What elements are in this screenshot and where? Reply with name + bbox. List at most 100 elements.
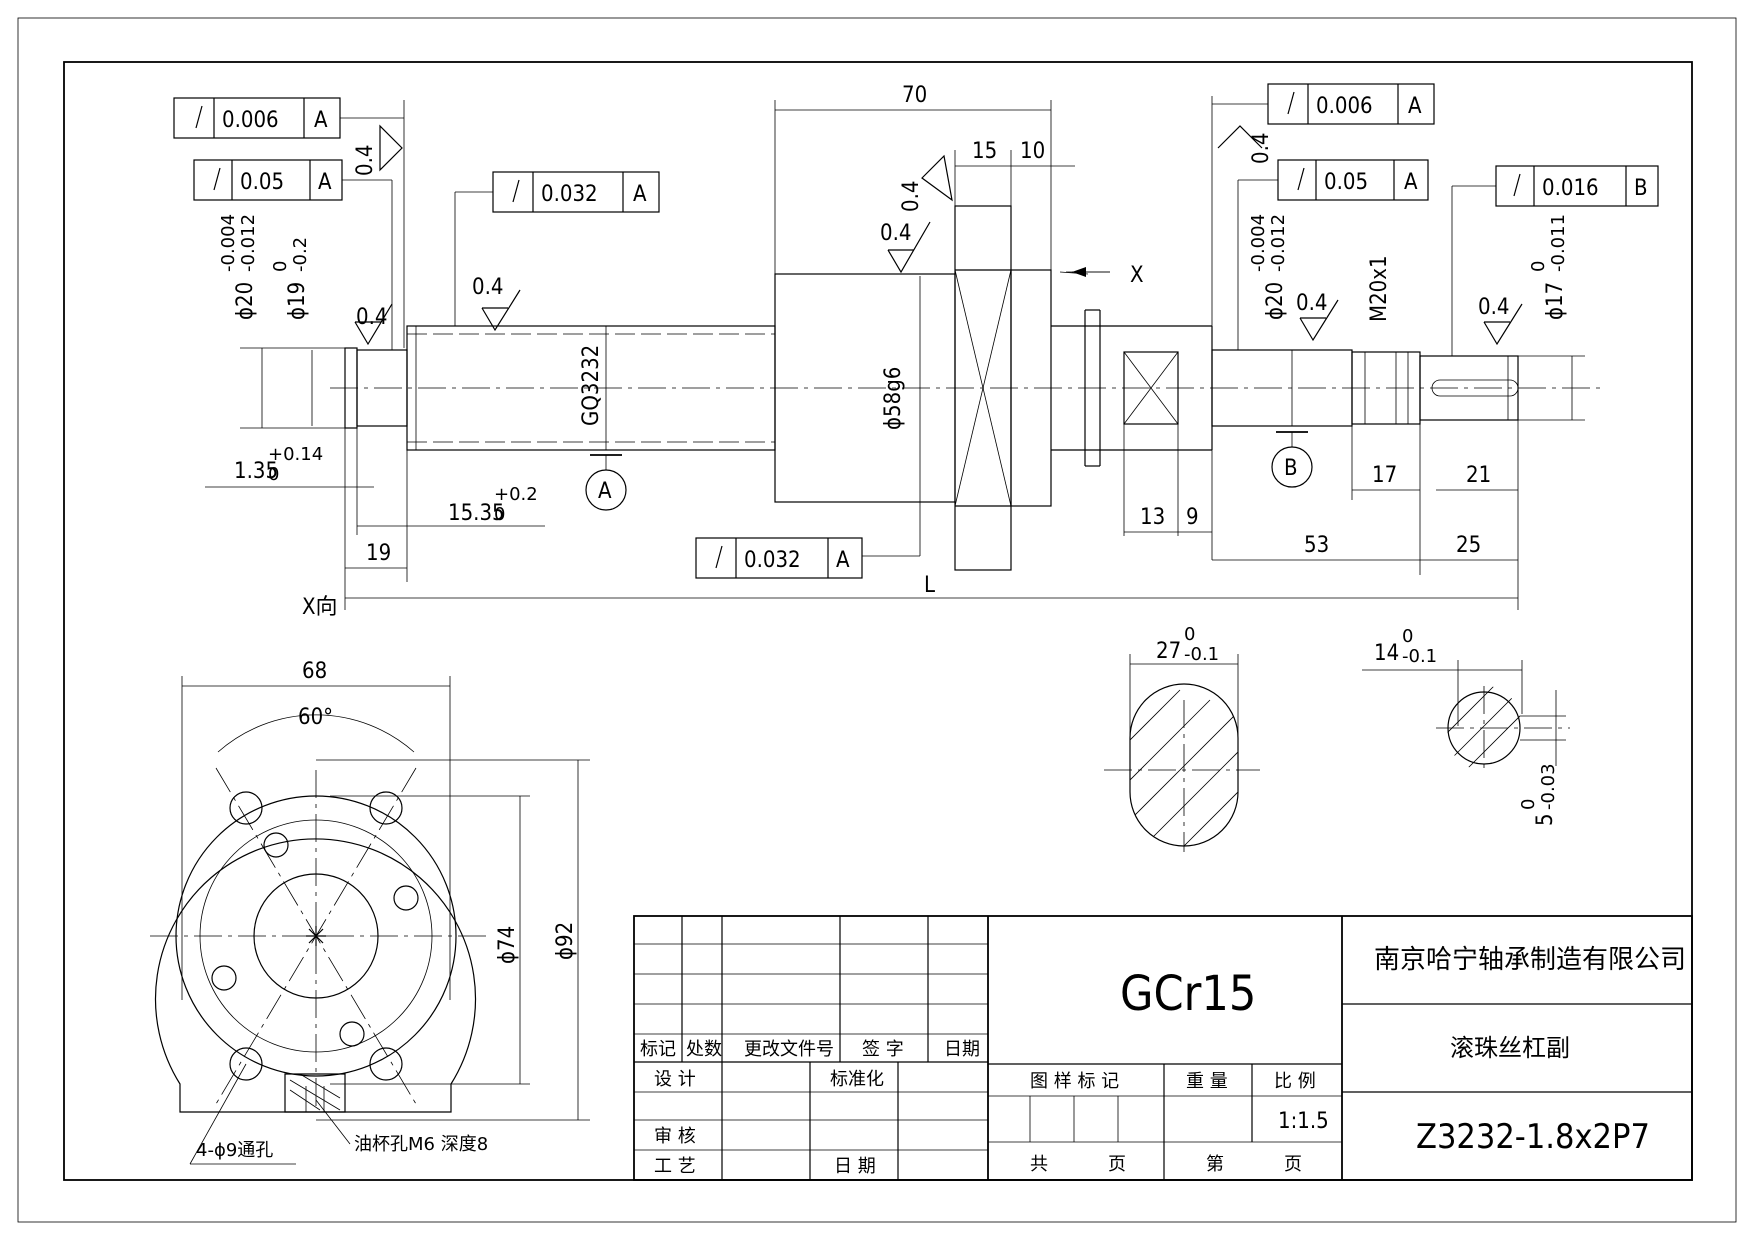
company-name: 南京哈宁轴承制造有限公司 <box>1374 945 1686 975</box>
section-14: 14 0 -0.1 5 0 -0.03 <box>1362 626 1570 826</box>
svg-text:0: 0 <box>1184 624 1195 645</box>
svg-text:-0.004: -0.004 <box>218 214 239 272</box>
svg-text:1.35: 1.35 <box>234 459 278 484</box>
svg-text:13: 13 <box>1140 505 1165 530</box>
tolerance-value: 0.05 <box>240 170 284 195</box>
svg-text:ϕ20: ϕ20 <box>1263 282 1288 320</box>
svg-text:68: 68 <box>302 659 327 684</box>
tolerance-frame-5: 0.05 A <box>1237 159 1429 350</box>
datum-a: A <box>585 454 627 511</box>
dimension-texts: 70 15 10 X 19 13 9 53 25 17 21 L 1.35 +0… <box>218 83 1569 620</box>
svg-text:9: 9 <box>1186 505 1199 530</box>
part-name: 滚珠丝杠副 <box>1450 1034 1570 1062</box>
datum-letter: A <box>1408 94 1422 119</box>
svg-text:第: 第 <box>1206 1154 1224 1175</box>
datum-b: B <box>1271 431 1313 488</box>
svg-text:17: 17 <box>1372 463 1397 488</box>
svg-text:页: 页 <box>1284 1154 1302 1175</box>
svg-text:0.4: 0.4 <box>356 305 387 330</box>
dimension-lines <box>205 100 1585 610</box>
svg-text:0.4: 0.4 <box>899 181 924 212</box>
svg-text:0: 0 <box>494 504 505 525</box>
svg-text:0.4: 0.4 <box>880 221 911 246</box>
holes-note: 4-ϕ9通孔 <box>196 1140 273 1161</box>
svg-text:0: 0 <box>1402 626 1413 647</box>
tolerance-value: 0.05 <box>1324 170 1368 195</box>
svg-text:0: 0 <box>268 464 279 485</box>
svg-text:X向: X向 <box>302 595 338 620</box>
svg-text:B: B <box>1284 456 1298 481</box>
scale-value: 1:1.5 <box>1278 1109 1329 1134</box>
svg-text:21: 21 <box>1466 463 1491 488</box>
svg-text:+0.2: +0.2 <box>494 484 538 505</box>
svg-text:10: 10 <box>1020 139 1045 164</box>
datum-letter: A <box>318 170 332 195</box>
datum-letter: A <box>1404 170 1418 195</box>
drawing-number: Z3232-1.8x2P7 <box>1416 1117 1650 1157</box>
svg-text:ϕ74: ϕ74 <box>495 926 520 964</box>
tolerance-value: 0.006 <box>1316 94 1373 119</box>
svg-text:重 量: 重 量 <box>1186 1071 1228 1092</box>
tolerance-value: 0.006 <box>222 108 279 133</box>
svg-text:比 例: 比 例 <box>1274 1071 1316 1092</box>
svg-text:GQ3232: GQ3232 <box>579 345 604 426</box>
tolerance-value: 0.032 <box>744 548 801 573</box>
svg-text:5: 5 <box>1533 813 1558 826</box>
oil-cup-note: 油杯孔M6 深度8 <box>354 1134 488 1155</box>
svg-text:27: 27 <box>1156 639 1181 664</box>
svg-text:-0.2: -0.2 <box>290 237 311 272</box>
svg-text:工 艺: 工 艺 <box>654 1156 696 1177</box>
svg-text:19: 19 <box>366 541 391 566</box>
tolerance-frame-2: 0.05 A <box>193 159 393 350</box>
inner-border <box>63 61 1693 1181</box>
svg-text:53: 53 <box>1304 533 1329 558</box>
svg-text:标准化: 标准化 <box>830 1069 884 1090</box>
shaft-view <box>330 205 1600 571</box>
svg-text:ϕ58g6: ϕ58g6 <box>881 367 906 430</box>
svg-text:-0.012: -0.012 <box>238 214 259 272</box>
svg-text:70: 70 <box>902 83 927 108</box>
svg-text:0: 0 <box>1528 261 1549 272</box>
svg-text:15: 15 <box>972 139 997 164</box>
datum-letter: A <box>633 182 647 207</box>
svg-text:0: 0 <box>1518 799 1539 810</box>
outer-border <box>17 17 1737 1223</box>
svg-text:0: 0 <box>270 261 291 272</box>
svg-text:0.4: 0.4 <box>1249 133 1274 164</box>
svg-text:图 样 标 记: 图 样 标 记 <box>1030 1071 1119 1092</box>
svg-text:0.4: 0.4 <box>353 145 378 176</box>
roughness-symbols <box>354 124 1523 346</box>
svg-text:+0.14: +0.14 <box>268 444 323 465</box>
svg-text:日 期: 日 期 <box>834 1156 876 1177</box>
datum-letter: B <box>1634 176 1648 201</box>
svg-text:0.4: 0.4 <box>1478 295 1509 320</box>
tolerance-frame-3: 0.032 A <box>454 171 660 326</box>
svg-text:15.35: 15.35 <box>448 501 505 526</box>
svg-text:-0.012: -0.012 <box>1268 214 1289 272</box>
flange-dimension-texts: 68 60° ϕ74 ϕ92 4-ϕ9通孔 油杯孔M6 深度8 <box>196 659 578 1161</box>
svg-text:共: 共 <box>1030 1154 1048 1175</box>
svg-text:设 计: 设 计 <box>654 1069 696 1090</box>
tolerance-frame-6: 0.016 B <box>1451 165 1659 356</box>
datum-letter: A <box>836 548 850 573</box>
tolerance-frame-1: 0.006 A <box>173 97 405 348</box>
svg-text:-0.1: -0.1 <box>1402 646 1437 667</box>
svg-text:ϕ20: ϕ20 <box>233 282 258 320</box>
tolerance-value: 0.032 <box>541 182 598 207</box>
svg-text:0.4: 0.4 <box>472 275 503 300</box>
material: GCr15 <box>1120 966 1256 1022</box>
svg-text:-0.004: -0.004 <box>1248 214 1269 272</box>
svg-text:签 字: 签 字 <box>862 1039 904 1060</box>
svg-text:-0.011: -0.011 <box>1548 214 1569 272</box>
tolerance-value: 0.016 <box>1542 176 1599 201</box>
svg-text:X: X <box>1130 263 1144 288</box>
tolerance-frame-4: 0.006 A <box>1211 83 1435 326</box>
svg-text:-0.1: -0.1 <box>1184 644 1219 665</box>
svg-text:ϕ92: ϕ92 <box>553 922 578 960</box>
svg-text:更改文件号: 更改文件号 <box>744 1039 834 1060</box>
svg-text:标记: 标记 <box>640 1039 676 1060</box>
svg-text:审 核: 审 核 <box>654 1126 696 1147</box>
svg-text:日期: 日期 <box>944 1039 980 1060</box>
svg-text:60°: 60° <box>298 705 333 730</box>
